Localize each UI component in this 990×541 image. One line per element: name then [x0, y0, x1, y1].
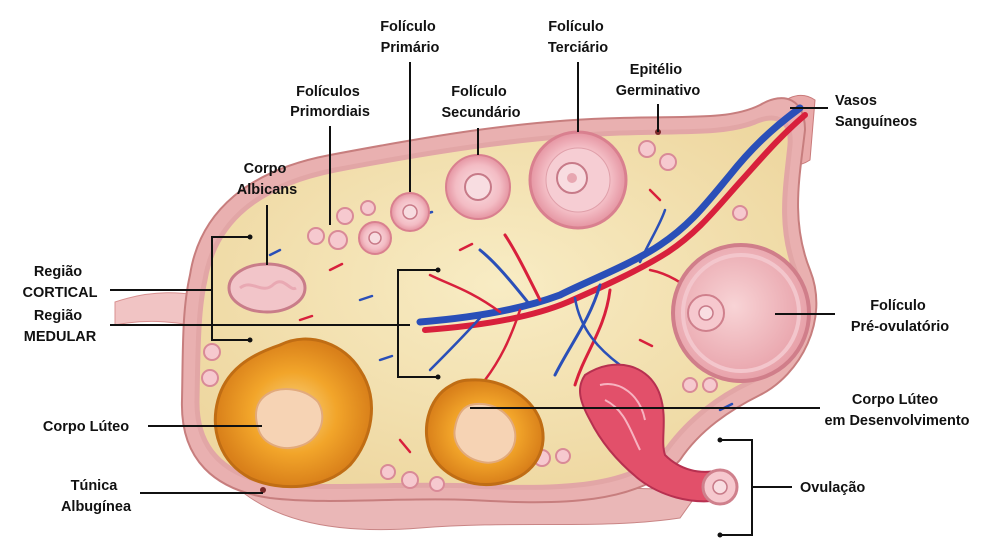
primary-follicle-2-oocyte: [369, 232, 381, 244]
label-tunica-albuginea: Túnica Albugínea: [61, 478, 132, 515]
label-foliculos-primordiais: Folículos Primordiais: [290, 84, 370, 120]
label-corpo-luteo: Corpo Lúteo: [43, 419, 129, 435]
label-foliculo-secundario: Folículo Secundário: [442, 84, 521, 121]
label-foliculo-primario: Folículo Primário: [380, 19, 440, 56]
label-ovulacao: Ovulação: [800, 480, 865, 496]
label-corpo-luteo-desenvolvimento: Corpo Lúteo em Desenvolvimento: [824, 392, 969, 429]
label-vasos-sanguineos: Vasos Sanguíneos: [835, 93, 917, 130]
released-oocyte-nucleus: [713, 480, 727, 494]
secondary-follicle-oocyte: [465, 174, 491, 200]
preovulatory-oocyte: [699, 306, 713, 320]
label-foliculo-terciario: Folículo Terciário: [548, 19, 608, 56]
label-regiao-cortical: Região CORTICAL: [23, 264, 98, 301]
label-regiao-medular: Região MEDULAR: [24, 308, 97, 345]
primary-follicle-oocyte: [403, 205, 417, 219]
label-foliculo-pre-ovulatorio: Folículo Pré-ovulatório: [851, 298, 949, 335]
tertiary-follicle-nucleus: [567, 173, 577, 183]
label-epitelio-germinativo: Epitélio Germinativo: [616, 62, 701, 99]
